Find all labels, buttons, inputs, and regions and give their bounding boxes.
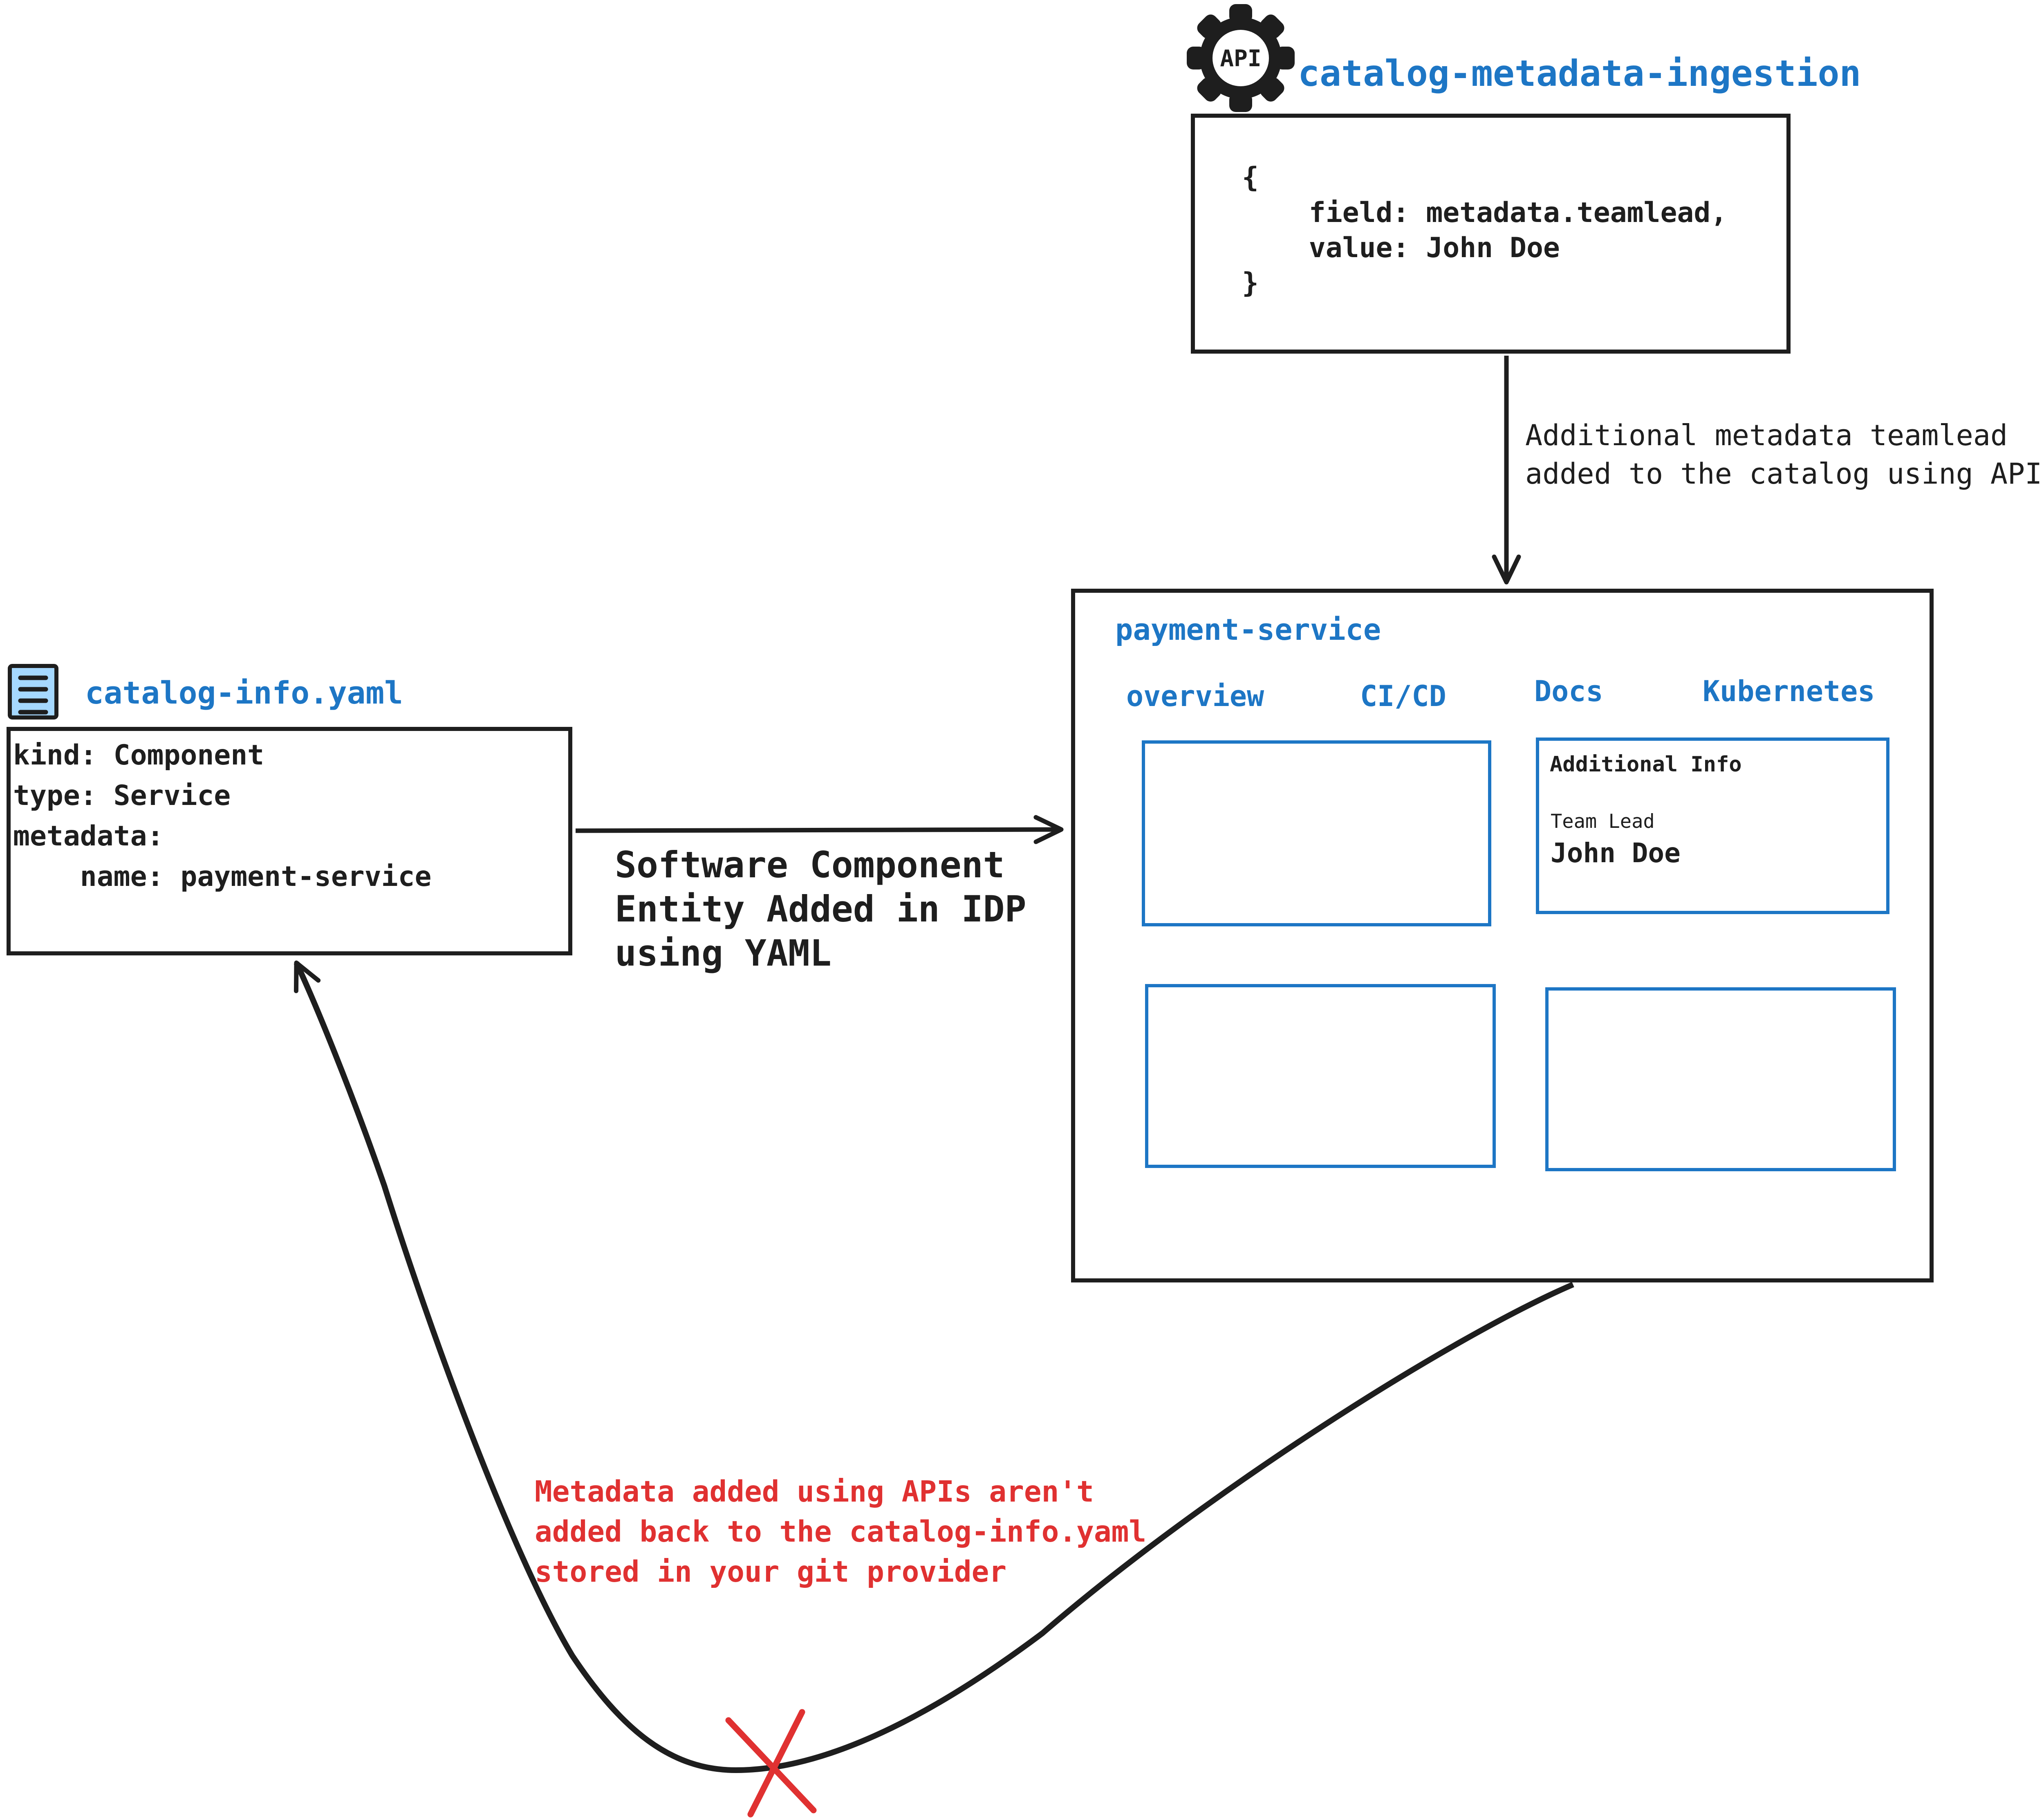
idp-window: payment-service overview CI/CD Docs Kube… — [1071, 589, 1934, 1282]
yaml-file-content: kind: Component type: Service metadata: … — [13, 735, 432, 897]
code-line: value: John Doe — [1242, 232, 1560, 264]
api-arrow-label: Additional metadata teamlead added to th… — [1525, 416, 2044, 493]
api-request-code: { field: metadata.teamlead, value: John … — [1242, 160, 1727, 301]
tab-cicd: CI/CD — [1360, 679, 1446, 713]
yaml-file-title: catalog-info.yaml — [85, 675, 403, 711]
blocked-note: Metadata added using APIs aren't added b… — [535, 1472, 1146, 1592]
note-line: stored in your git provider — [535, 1555, 1007, 1589]
api-service-title: catalog-metadata-ingestion — [1298, 52, 1861, 94]
note-line: added back to the catalog-info.yaml — [535, 1515, 1147, 1549]
tab-kubernetes: Kubernetes — [1703, 675, 1875, 708]
label-line: added to the catalog using APIs — [1525, 457, 2044, 491]
label-line: Entity Added in IDP — [615, 888, 1026, 930]
blocked-cross-icon — [725, 1709, 817, 1818]
team-lead-label: Team Lead — [1551, 810, 1655, 833]
api-request-box — [1191, 114, 1791, 354]
idp-widget-empty-2 — [1145, 984, 1496, 1168]
idp-widget-empty-1 — [1142, 740, 1491, 926]
code-line: field: metadata.teamlead, — [1242, 197, 1728, 229]
idp-widget-additional-info: Additional Info Team Lead John Doe — [1536, 738, 1889, 914]
note-line: Metadata added using APIs aren't — [535, 1475, 1094, 1509]
team-lead-value: John Doe — [1551, 837, 1681, 869]
yaml-line: metadata: — [13, 820, 164, 852]
yaml-arrow-label: Software Component Entity Added in IDP u… — [615, 843, 1026, 975]
label-line: Additional metadata teamlead — [1525, 419, 2008, 452]
tab-docs: Docs — [1534, 675, 1603, 708]
yaml-to-idp-arrow — [575, 815, 1064, 844]
tab-overview: overview — [1126, 679, 1264, 713]
yaml-line: type: Service — [13, 780, 231, 812]
yaml-line: kind: Component — [13, 739, 264, 771]
code-line: } — [1242, 267, 1259, 299]
label-line: using YAML — [615, 932, 831, 974]
yaml-file-icon — [8, 664, 58, 720]
idp-widget-empty-3 — [1545, 987, 1896, 1171]
code-line: { — [1242, 161, 1259, 194]
label-line: Software Component — [615, 844, 1005, 886]
additional-info-heading: Additional Info — [1550, 752, 1742, 777]
api-gear-label: API — [1220, 45, 1261, 72]
idp-window-title: payment-service — [1115, 612, 1381, 647]
api-gear-icon: API — [1187, 4, 1295, 112]
idp-to-yaml-curve-arrow — [294, 960, 1574, 1773]
yaml-line: name: payment-service — [13, 861, 432, 893]
yaml-file-box — [7, 727, 572, 955]
